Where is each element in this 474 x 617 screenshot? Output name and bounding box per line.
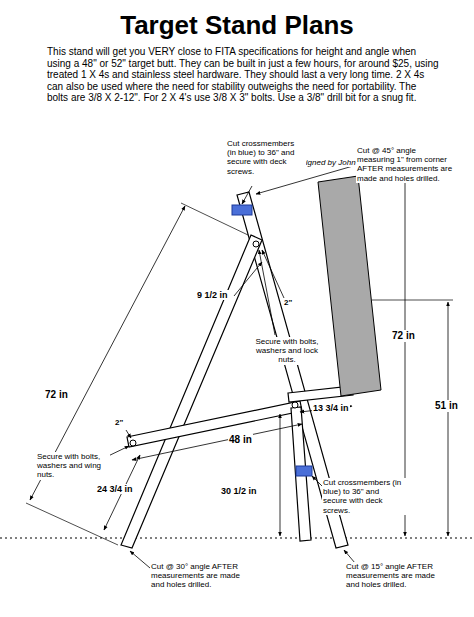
leader-line	[259, 250, 275, 335]
intro-paragraph: This stand will get you VERY close to FI…	[46, 46, 440, 104]
dimension-label: 72 in	[44, 389, 69, 401]
bottom-crossmember	[296, 466, 312, 476]
callout-note: Cut crossmembers (in blue) to 36" and se…	[226, 139, 306, 176]
callout-note: Cut crossmembers (in blue) to 36" and se…	[322, 478, 406, 515]
dimension-line	[280, 414, 281, 536]
right-bolt	[292, 402, 298, 408]
left-bolt	[130, 440, 136, 446]
top-crossmember	[232, 205, 252, 215]
dimension-label: 9 1/2 in	[196, 290, 229, 300]
dimension-line	[30, 206, 185, 500]
callout-note: Cut @ 15° angle AFTER measurements are m…	[345, 562, 451, 590]
dimension-label: 13 3/4 in	[312, 403, 350, 413]
top-bolt	[253, 241, 259, 247]
dimension-line	[448, 302, 449, 536]
front-leg-board	[121, 235, 262, 548]
crossbar-board	[127, 401, 302, 447]
leader-line	[312, 476, 322, 486]
callout-note: Secure with bolts, washers and wing nuts…	[36, 452, 110, 480]
extension-line	[26, 503, 118, 545]
dimension-line	[132, 424, 302, 460]
callout-note: Cut @ 45° angle measuring 1" from corner…	[356, 146, 454, 183]
dimension-label: 24 3/4 in	[96, 484, 134, 494]
post-board	[291, 407, 311, 541]
leader-line	[242, 186, 252, 204]
extension-line	[372, 300, 453, 301]
dimension-label: 48 in	[228, 434, 253, 446]
ground-line	[0, 538, 474, 539]
dimension-line	[234, 262, 262, 296]
callout-note: Cut @ 30° angle AFTER measurements are m…	[150, 562, 256, 590]
dimension-label: 30 1/2 in	[220, 486, 258, 496]
leader-line	[262, 250, 284, 298]
callout-note: Secure with bolts, washers and lock nuts…	[250, 337, 324, 365]
title: Target Stand Plans	[0, 10, 474, 41]
extension-line	[181, 203, 248, 235]
dimension-label: 2"	[283, 298, 293, 307]
leader-line	[126, 430, 131, 438]
dimension-label: 51 in	[434, 400, 459, 412]
target-butt	[318, 176, 381, 396]
dimension-label: 72 in	[391, 330, 416, 342]
leader-line	[130, 551, 150, 568]
dimension-label: 2"	[114, 418, 124, 427]
